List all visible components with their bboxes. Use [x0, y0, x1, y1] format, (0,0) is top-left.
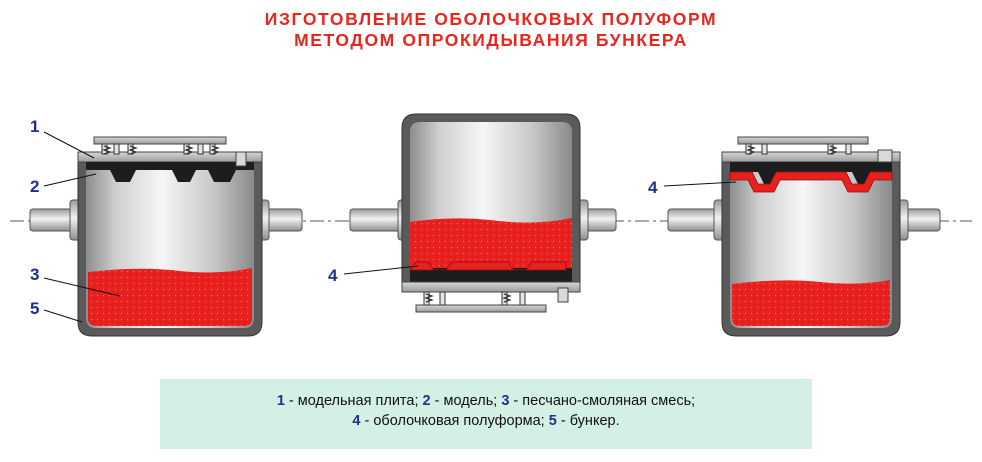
- legend-line-1: 1 - модельная плита; 2 - модель; 3 - пес…: [160, 391, 812, 411]
- legend-text-3: - песчано-смоляная смесь;: [509, 393, 696, 409]
- label-4-middle: 4: [328, 266, 338, 285]
- shell-half-mold-middle: [409, 261, 567, 271]
- legend-num-4: 4: [352, 413, 361, 429]
- label-1: 1: [30, 117, 39, 136]
- bunker-left: [29, 136, 303, 337]
- label-2: 2: [30, 177, 39, 196]
- bunker-middle: [349, 113, 617, 313]
- legend-text-2: - модель;: [430, 393, 498, 409]
- bunker-right: [667, 136, 941, 337]
- legend-line-2: 4 - оболочковая полуформа; 5 - бункер.: [160, 411, 812, 431]
- legend-num-1: 1: [276, 393, 285, 409]
- legend-num-5: 5: [548, 413, 557, 429]
- process-diagram: 1 2 3 5 4 4: [10, 113, 972, 337]
- pattern-model-left: [86, 162, 254, 182]
- label-5: 5: [30, 299, 39, 318]
- label-3: 3: [30, 265, 39, 284]
- sand-mixture-right: [732, 280, 890, 326]
- legend-box: 1 - модельная плита; 2 - модель; 3 - пес…: [160, 379, 812, 449]
- sand-mixture-middle: [410, 218, 572, 268]
- legend-text-1: - модельная плита;: [284, 393, 419, 409]
- diagram-title-line-2: МЕТОДОМ ОПРОКИДЫВАНИЯ БУНКЕРА: [294, 30, 688, 50]
- shell-half-mold-right: [729, 171, 893, 193]
- diagram-title-line-1: ИЗГОТОВЛЕНИЕ ОБОЛОЧКОВЫХ ПОЛУФОРМ: [264, 9, 718, 29]
- label-4-right: 4: [648, 178, 658, 197]
- legend-num-2: 2: [422, 393, 431, 409]
- legend-num-3: 3: [501, 393, 510, 409]
- legend-text-4: - оболочковая полуформа;: [360, 413, 545, 429]
- leader-lines: [43, 131, 737, 323]
- legend-text-5: - бункер.: [556, 413, 620, 429]
- sand-mixture-left: [88, 268, 252, 326]
